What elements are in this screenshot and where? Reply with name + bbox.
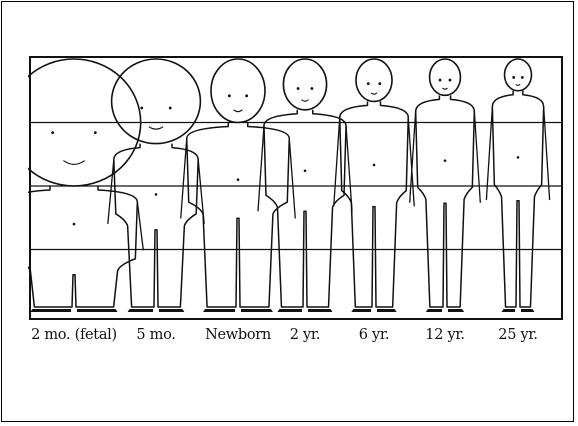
- proportions-illustration: [28, 55, 568, 330]
- navel: [155, 193, 158, 196]
- navel: [304, 169, 307, 172]
- figure-border: [30, 57, 562, 319]
- foot-left: [426, 309, 442, 312]
- eye-right: [245, 94, 248, 97]
- eye-right: [169, 107, 172, 110]
- navel: [237, 178, 240, 181]
- foot-right: [521, 309, 534, 312]
- navel: [517, 156, 520, 159]
- eye-left: [367, 82, 370, 85]
- foot-left: [30, 309, 71, 312]
- eye-right: [94, 131, 97, 134]
- eye-right: [311, 87, 314, 90]
- stage-label: 2 mo. (fetal): [31, 327, 117, 343]
- foot-right: [448, 309, 464, 312]
- stage-label: Newborn: [205, 327, 271, 343]
- foot-left: [203, 309, 235, 312]
- navel: [73, 223, 76, 226]
- foot-right: [308, 309, 333, 312]
- foot-left: [502, 309, 515, 312]
- eye-left: [512, 76, 515, 79]
- foot-right: [377, 309, 397, 312]
- stage-label: 5 mo.: [136, 327, 175, 343]
- foot-left: [351, 309, 371, 312]
- stage-label: 2 yr.: [290, 327, 320, 343]
- foot-left: [128, 309, 153, 312]
- foot-right: [159, 309, 184, 312]
- foot-right: [241, 309, 273, 312]
- navel: [373, 164, 376, 167]
- eye-right: [449, 79, 452, 82]
- eye-right: [521, 76, 524, 79]
- foot-left: [277, 309, 302, 312]
- eye-left: [297, 87, 300, 90]
- stage-label: 12 yr.: [425, 327, 464, 343]
- foot-right: [77, 309, 118, 312]
- eye-left: [140, 107, 143, 110]
- eye-left: [439, 79, 442, 82]
- body-proportions-diagram: [28, 55, 568, 355]
- navel: [444, 159, 447, 162]
- stage-label: 6 yr.: [359, 327, 389, 343]
- stage-label: 25 yr.: [498, 327, 537, 343]
- stage-labels: 2 mo. (fetal) 5 mo. Newborn 2 yr. 6 yr. 12 yr…: [28, 327, 568, 349]
- eye-left: [51, 131, 54, 134]
- eye-right: [378, 82, 381, 85]
- eye-left: [228, 94, 231, 97]
